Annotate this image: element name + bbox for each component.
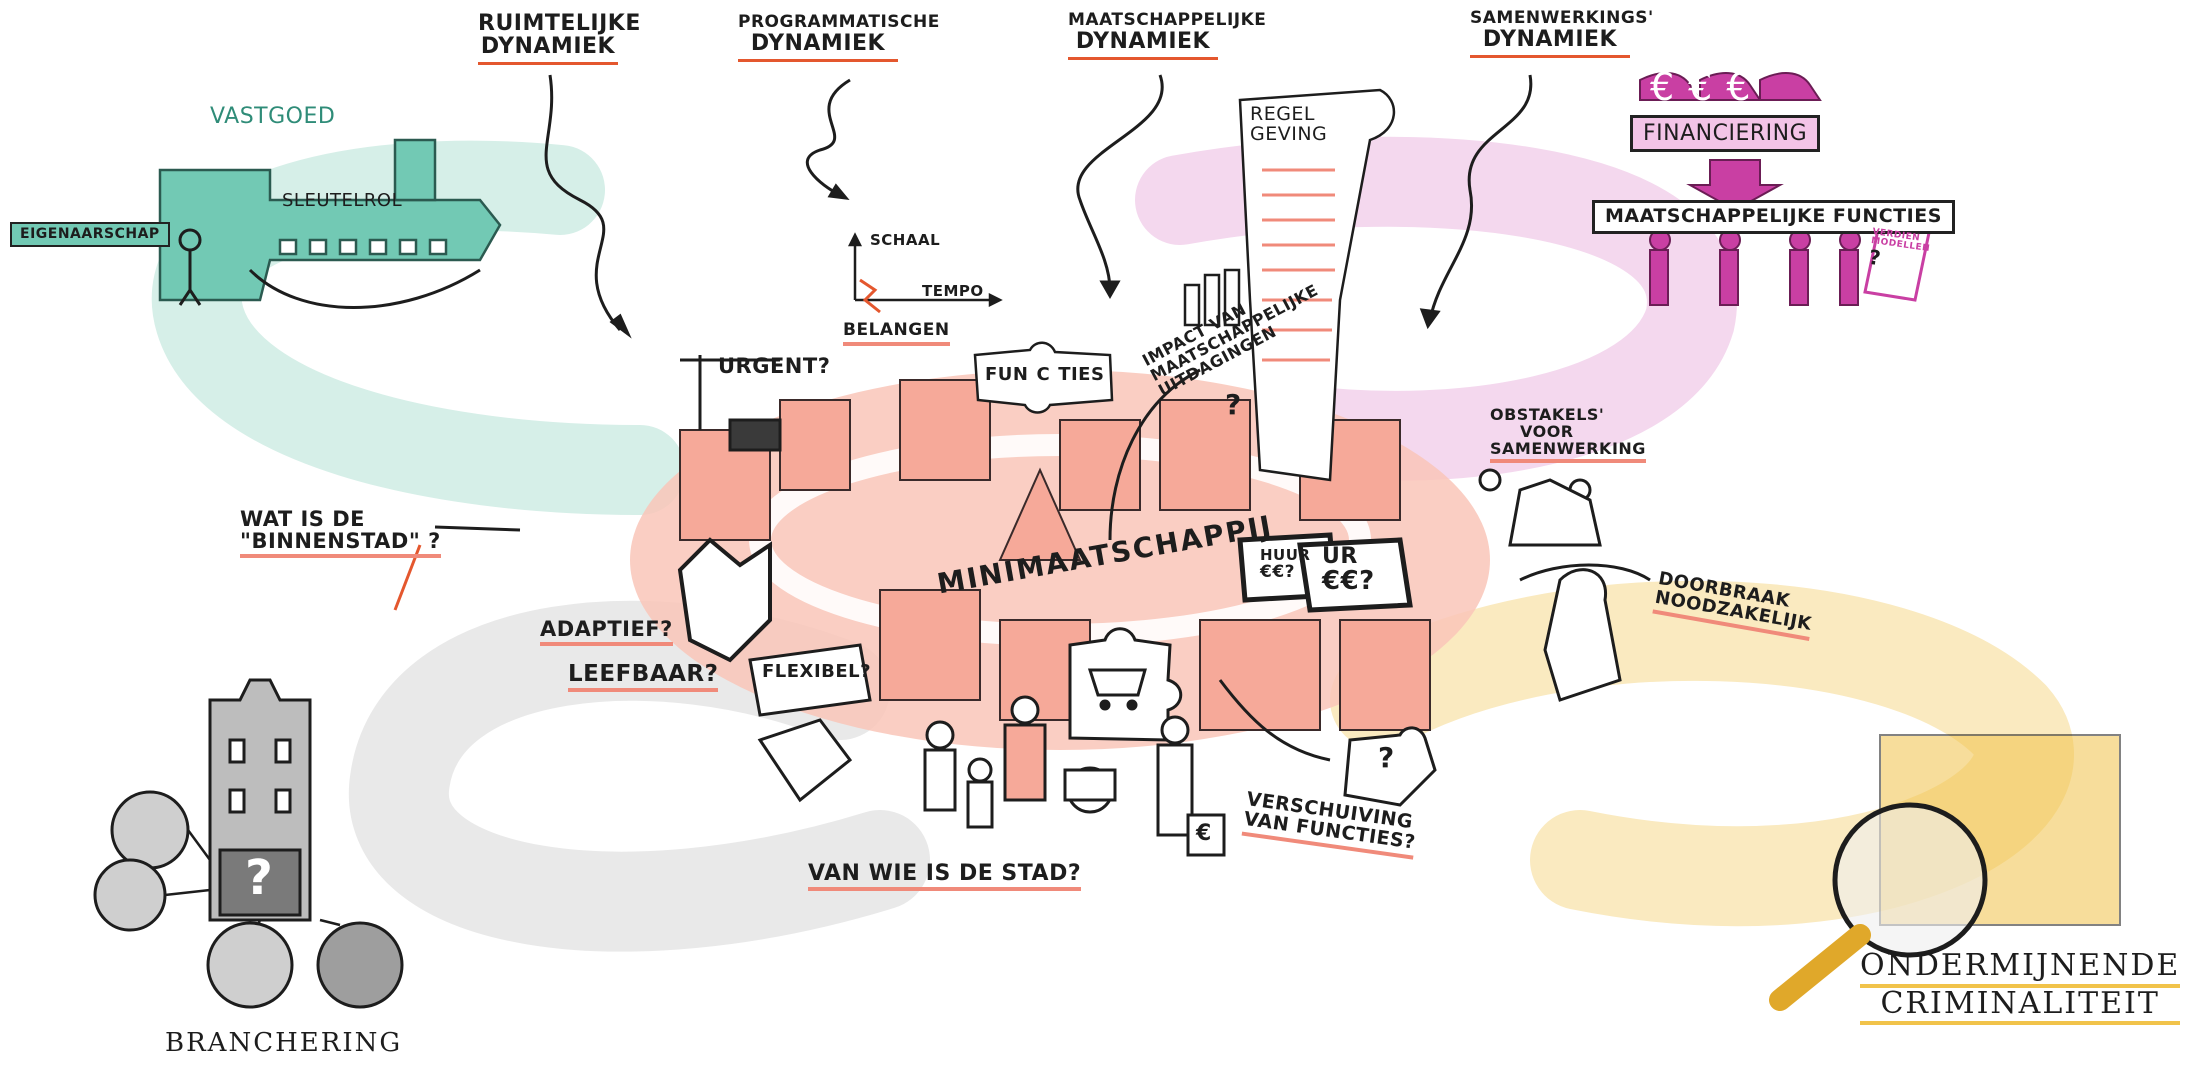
header-samenwerkings-line1: SAMENWERKINGS' <box>1470 8 1654 28</box>
financiering-label: FINANCIERING <box>1630 115 1821 153</box>
header-programmatische-dynamiek: PROGRAMMATISCHE DYNAMIEK <box>738 12 940 62</box>
regelgeving-scroll <box>1238 88 1396 482</box>
pink-loop <box>1135 136 1737 481</box>
header-programmatische-line2: DYNAMIEK <box>750 30 886 56</box>
leefbaar-label: LEEFBAAR? <box>568 662 719 693</box>
magnifier-icon <box>1769 802 1988 1011</box>
huur-2-line2: €€? <box>1322 566 1375 597</box>
branchering-label: BRANCHERING <box>165 1028 403 1058</box>
flexibel-label: FLEXIBEL? <box>762 661 872 682</box>
header-ruimtelijke-line2: DYNAMIEK <box>480 34 616 60</box>
vastgoed-buildings <box>158 138 502 302</box>
obstakels-line3: SAMENWERKING <box>1490 440 1646 464</box>
belangen-label: BELANGEN <box>843 321 950 346</box>
regelgeving-line2: GEVING <box>1250 122 1328 145</box>
vastgoed-title: VASTGOED <box>210 104 336 129</box>
vastgoed-arrow <box>248 268 481 309</box>
binnenstad-arrow <box>434 525 521 532</box>
impact-arrow <box>1108 368 1201 541</box>
functies-puzzle-text: FUN C TIES <box>985 364 1105 385</box>
gray-loop <box>349 600 930 952</box>
branchering-arrows <box>164 829 341 927</box>
huur-label-2: UR €€? <box>1322 545 1375 595</box>
header-samenwerkings-dynamiek: SAMENWERKINGS' DYNAMIEK <box>1470 8 1654 58</box>
huur-1-line1: HUUR <box>1260 546 1311 564</box>
flexibel-panel <box>748 643 872 717</box>
header-maatschappelijke-dynamiek: MAATSCHAPPELIJKE DYNAMIEK <box>1068 10 1267 60</box>
criminaliteit-line2: CRIMINALITEIT <box>1860 987 2181 1025</box>
question-puzzle <box>1343 726 1437 807</box>
exclamation-icon <box>1183 268 1241 327</box>
verschuiving-arrow <box>1218 679 1331 762</box>
huur-signs <box>1237 532 1413 613</box>
regelgeving-line1: REGEL <box>1250 103 1316 125</box>
criminaliteit-label: ONDERMIJNENDE CRIMINALITEIT <box>1860 950 2181 1025</box>
teal-loop <box>151 140 685 515</box>
adaptief-label: ADAPTIEF? <box>540 618 673 647</box>
huur-2-line1: UR <box>1322 544 1358 569</box>
obstakels-label: OBSTAKELS' VOOR SAMENWERKING <box>1490 405 1646 464</box>
adaptief-house <box>677 537 772 663</box>
branchering-circles <box>93 790 404 1009</box>
sleutelrol-label: SLEUTELROL <box>282 190 403 211</box>
obstakels-line1: OBSTAKELS' <box>1490 405 1605 424</box>
question-puzzle-mark: ? <box>1378 741 1395 774</box>
binnenstad-line1: WAT IS DE <box>240 507 366 531</box>
header-ruimtelijke-line1: RUIMTELIJKE <box>478 11 641 36</box>
huur-label-1: HUUR €€? <box>1260 546 1311 582</box>
branchering-question-mark: ? <box>245 850 274 906</box>
functies-part3: TIES <box>1058 364 1105 385</box>
doorbraak-person <box>1543 568 1622 702</box>
doorbraak-arrow <box>1519 563 1651 582</box>
urgent-label: URGENT? <box>718 354 831 378</box>
van-wie-label: VAN WIE IS DE STAD? <box>808 862 1082 892</box>
header-ruimtelijke-dynamiek: RUIMTELIJKE DYNAMIEK <box>478 11 641 66</box>
header-programmatische-line1: PROGRAMMATISCHE <box>738 12 940 32</box>
euros-label: €€€ <box>1650 65 1765 109</box>
impact-question: ? <box>1225 388 1242 421</box>
regelgeving-label: REGEL GEVING <box>1250 103 1328 145</box>
people <box>757 468 1592 857</box>
crane-icon <box>680 355 782 452</box>
functies-part2: C <box>1036 364 1051 385</box>
euro-bag-label: € <box>1196 821 1212 846</box>
header-samenwerkings-line2: DYNAMIEK <box>1482 26 1618 52</box>
tempo-label: TEMPO <box>922 282 984 300</box>
binnenstad-label: WAT IS DE "BINNENSTAD" ? <box>240 507 441 559</box>
verdienmodellen-note: VERDIEN MODELLEN ? <box>1867 227 1931 276</box>
huur-1-line2: €€? <box>1260 561 1296 582</box>
financiering-figures <box>1639 72 1861 306</box>
header-maatschappelijke-line1: MAATSCHAPPELIJKE <box>1068 10 1267 30</box>
functies-puzzle <box>973 341 1114 414</box>
schaal-tempo-axes <box>847 232 1003 314</box>
maatschappelijke-functies-label: MAATSCHAPPELIJKE FUNCTIES <box>1592 200 1955 234</box>
eigenaarschap-label: EIGENAARSCHAP <box>10 222 170 247</box>
binnenstad-line2: "BINNENSTAD" ? <box>240 530 441 559</box>
functies-part1: FUN <box>985 364 1029 385</box>
cart-puzzle <box>1068 627 1183 742</box>
obstakels-wall <box>1508 478 1602 547</box>
header-arrows <box>544 74 1533 339</box>
regelgeving-lines <box>1262 168 1335 362</box>
header-maatschappelijke-line2: DYNAMIEK <box>1075 28 1211 54</box>
obstakels-line2: VOOR <box>1520 421 1574 441</box>
vastgoed-person <box>178 228 202 306</box>
criminaliteit-line1: ONDERMIJNENDE <box>1860 950 2181 988</box>
schaal-label: SCHAAL <box>870 231 941 249</box>
